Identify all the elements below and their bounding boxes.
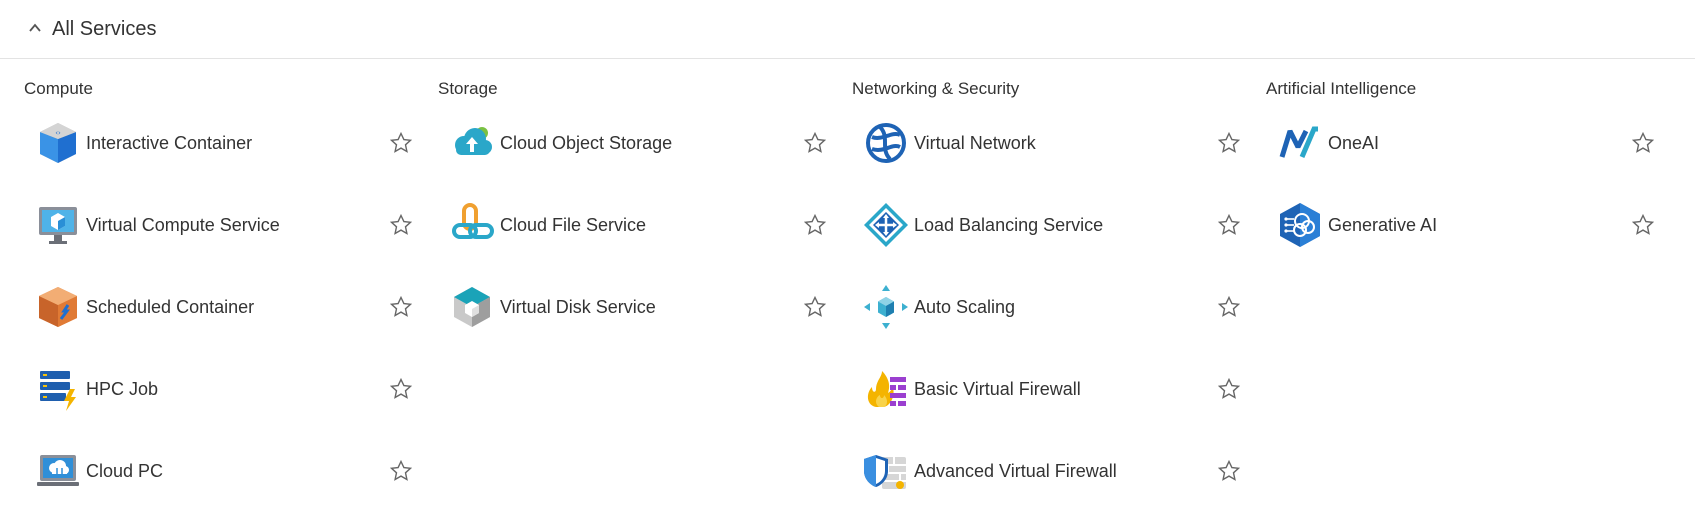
service-cloud-file-service[interactable]: Cloud File Service [438, 195, 838, 255]
favorite-star-icon[interactable] [1217, 459, 1241, 483]
service-label: Advanced Virtual Firewall [914, 460, 1117, 481]
service-load-balancing[interactable]: Load Balancing Service [852, 195, 1252, 255]
hpc-job-icon [40, 371, 76, 411]
favorite-star-icon[interactable] [803, 295, 827, 319]
category-title: Compute [24, 79, 93, 98]
service-label: Virtual Compute Service [86, 214, 280, 235]
auto-scaling-icon [864, 285, 908, 329]
service-virtual-network[interactable]: Virtual Network [852, 113, 1252, 173]
chevron-up-icon[interactable] [28, 21, 42, 35]
service-label: Basic Virtual Firewall [914, 378, 1081, 399]
service-cloud-pc[interactable]: Cloud PC [24, 441, 424, 501]
cloud-object-storage-icon [455, 127, 492, 155]
load-balancing-icon [864, 203, 908, 247]
service-label: Cloud PC [86, 460, 164, 481]
favorite-star-icon[interactable] [389, 377, 413, 401]
service-label: Interactive Container [86, 132, 253, 153]
virtual-compute-icon [39, 207, 77, 244]
service-label: Cloud File Service [500, 214, 647, 235]
favorite-star-icon[interactable] [1217, 377, 1241, 401]
service-label: Virtual Network [914, 132, 1036, 153]
service-label: Scheduled Container [86, 296, 255, 317]
favorite-star-icon[interactable] [803, 131, 827, 155]
service-auto-scaling[interactable]: Auto Scaling [852, 277, 1252, 337]
virtual-network-icon [866, 123, 906, 163]
oneai-icon [1279, 126, 1318, 158]
service-basic-firewall[interactable]: Basic Virtual Firewall [852, 359, 1252, 419]
service-oneai[interactable]: OneAI [1266, 113, 1666, 173]
cloud-file-service-icon [452, 203, 494, 239]
advanced-firewall-icon [864, 455, 906, 489]
header-title: All Services [52, 17, 157, 40]
service-label: OneAI [1328, 132, 1380, 153]
category-title: Artificial Intelligence [1266, 79, 1417, 98]
service-label: Cloud Object Storage [500, 132, 673, 153]
service-label: HPC Job [86, 378, 159, 399]
favorite-star-icon[interactable] [389, 131, 413, 155]
favorite-star-icon[interactable] [1217, 213, 1241, 237]
service-hpc-job[interactable]: HPC Job [24, 359, 424, 419]
favorite-star-icon[interactable] [1631, 131, 1655, 155]
service-label: Auto Scaling [914, 296, 1016, 317]
service-virtual-disk[interactable]: Virtual Disk Service [438, 277, 838, 337]
svg-text:‹›: ‹› [55, 129, 61, 137]
favorite-star-icon[interactable] [389, 213, 413, 237]
favorite-star-icon[interactable] [1631, 213, 1655, 237]
favorite-star-icon[interactable] [389, 295, 413, 319]
service-generative-ai[interactable]: Generative AI [1266, 195, 1666, 255]
basic-firewall-icon [867, 371, 906, 407]
virtual-disk-icon [454, 287, 490, 327]
favorite-star-icon[interactable] [389, 459, 413, 483]
scheduled-container-icon [39, 287, 77, 327]
interactive-container-icon: ‹› [40, 123, 76, 163]
service-advanced-firewall[interactable]: Advanced Virtual Firewall [852, 441, 1252, 501]
generative-ai-icon [1280, 203, 1320, 247]
cloud-pc-icon [37, 455, 79, 486]
service-virtual-compute[interactable]: Virtual Compute Service [24, 195, 424, 255]
favorite-star-icon[interactable] [1217, 131, 1241, 155]
all-services-header[interactable]: All Services [0, 0, 1695, 59]
service-label: Virtual Disk Service [500, 296, 656, 317]
services-grid: Compute ‹› Interactive Container Virtu [0, 59, 1695, 531]
service-interactive-container[interactable]: ‹› Interactive Container [24, 113, 424, 173]
service-cloud-object-storage[interactable]: Cloud Object Storage [438, 113, 838, 173]
favorite-star-icon[interactable] [1217, 295, 1241, 319]
category-title: Storage [438, 79, 498, 98]
service-label: Load Balancing Service [914, 214, 1104, 235]
favorite-star-icon[interactable] [803, 213, 827, 237]
service-scheduled-container[interactable]: Scheduled Container [24, 277, 424, 337]
category-title: Networking & Security [852, 79, 1020, 98]
service-label: Generative AI [1328, 214, 1438, 235]
